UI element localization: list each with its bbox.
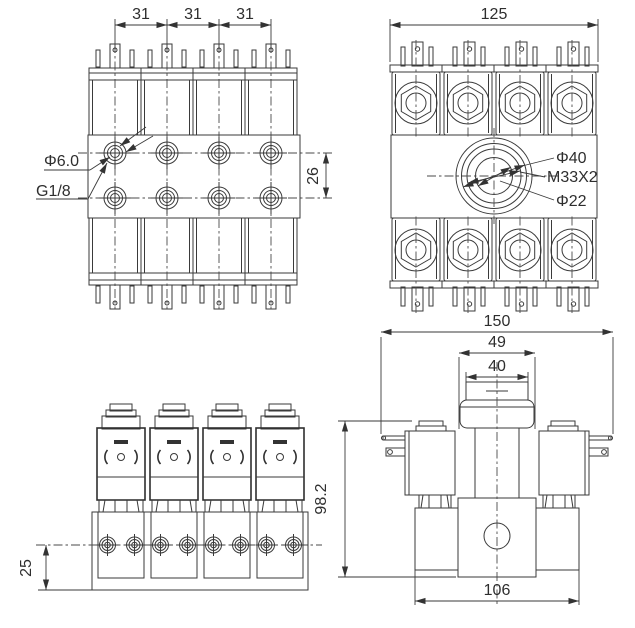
dim-pitch-1: 31 [132,6,150,23]
dim-body-width: 106 [484,582,511,599]
label-boss-diameter: Φ40 [556,150,587,167]
side-view: 150 49 40 98.2 106 [313,313,614,605]
label-port-thread: G1/8 [36,183,71,200]
dim-width: 125 [481,6,508,23]
front-view: 25 [18,404,322,591]
label-thread-spec: M33X2 [547,169,598,186]
dim-row-spacing: 26 [305,167,322,185]
dim-flange-width: 49 [488,334,506,351]
coil-end-view: 125 Φ40 M33X2 Φ22 [389,6,599,314]
label-bore-diameter: Φ22 [556,193,587,210]
dim-pitch-3: 31 [236,6,254,23]
dim-overall-height: 98.2 [313,483,330,514]
top-view: 31 31 31 26 Φ6.0 G1/8 [36,6,334,310]
dim-pitch-2: 31 [184,6,202,23]
label-port-diameter: Φ6.0 [44,153,79,170]
dim-port-center-height: 25 [18,559,35,577]
dim-overall-width: 150 [484,313,511,330]
